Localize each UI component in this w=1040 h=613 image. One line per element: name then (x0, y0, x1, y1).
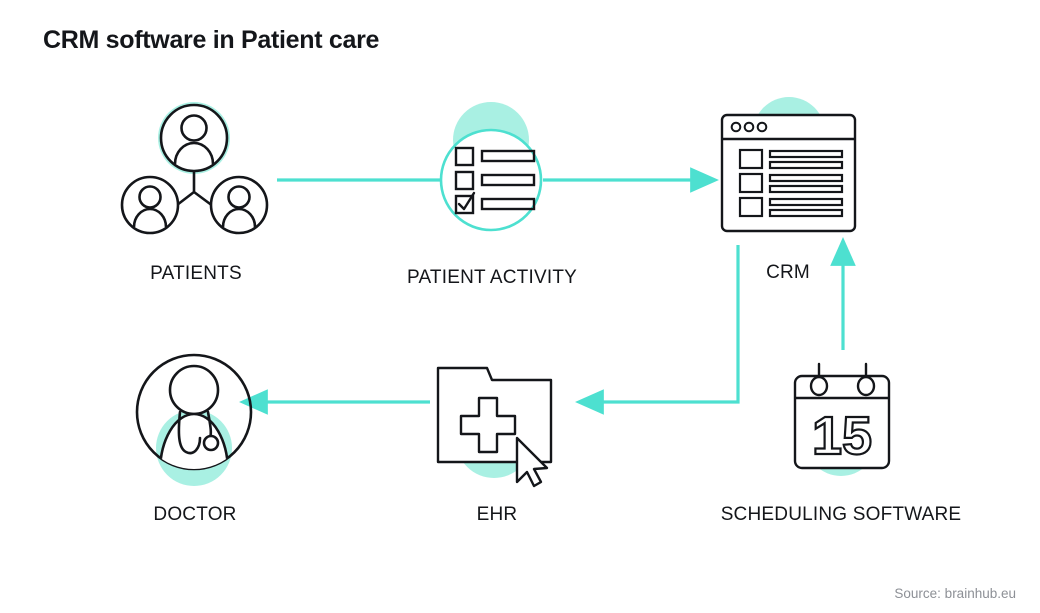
crm-line-2a (768, 173, 844, 183)
patient-avatar-left (120, 175, 180, 235)
connector-crm-to-ehr (575, 245, 740, 415)
calendar-ring-2 (856, 375, 876, 397)
calendar-day-number: 15 (812, 406, 872, 466)
node-label-patients: PATIENTS (150, 263, 242, 284)
window-dot-2 (743, 121, 755, 133)
page-title: CRM software in Patient care (43, 26, 380, 54)
cursor-arrow-icon (515, 436, 549, 488)
calendar-15-icon: 15 (793, 362, 891, 470)
node-label-scheduling-software: SCHEDULING SOFTWARE (720, 504, 962, 525)
node-label-patient-activity: PATIENT ACTIVITY (406, 267, 578, 288)
node-label-doctor: DOCTOR (153, 504, 237, 525)
node-label-ehr: EHR (476, 504, 518, 525)
crm-line-1b (768, 160, 844, 170)
checklist-circle-icon (439, 128, 543, 232)
patient-avatar-right (209, 175, 269, 235)
browser-frame (720, 113, 857, 233)
window-dot-1 (730, 121, 742, 133)
checkbox-3-checked (454, 194, 475, 215)
crm-line-1a (768, 149, 844, 159)
checklist-bar-1 (480, 149, 536, 163)
checkbox-2 (454, 170, 475, 191)
crm-line-3b (768, 208, 844, 218)
window-dot-3 (756, 121, 768, 133)
browser-window-icon (720, 113, 857, 233)
connectors (239, 167, 856, 415)
doctor-avatar-icon (135, 353, 253, 471)
checklist-bar-3 (480, 197, 536, 211)
calendar-ring-1 (809, 375, 829, 397)
crm-thumb-3 (738, 196, 764, 218)
folder-medical-cursor-icon (436, 366, 553, 488)
doctor-head (168, 364, 220, 416)
source-credit: Source: brainhub.eu (894, 586, 1016, 601)
stethoscope-tube (177, 410, 202, 455)
stethoscope-bell (202, 434, 220, 452)
patient-avatar-top (159, 103, 229, 173)
check-mark-icon (457, 191, 476, 211)
crm-thumb-1 (738, 148, 764, 170)
checklist-bar-2 (480, 173, 536, 187)
crm-line-2b (768, 184, 844, 194)
node-label-crm: CRM (766, 262, 810, 283)
crm-line-3a (768, 197, 844, 207)
medical-cross-icon (459, 396, 517, 454)
crm-thumb-2 (738, 172, 764, 194)
patients-group-icon (120, 103, 269, 235)
checkbox-1 (454, 146, 475, 167)
